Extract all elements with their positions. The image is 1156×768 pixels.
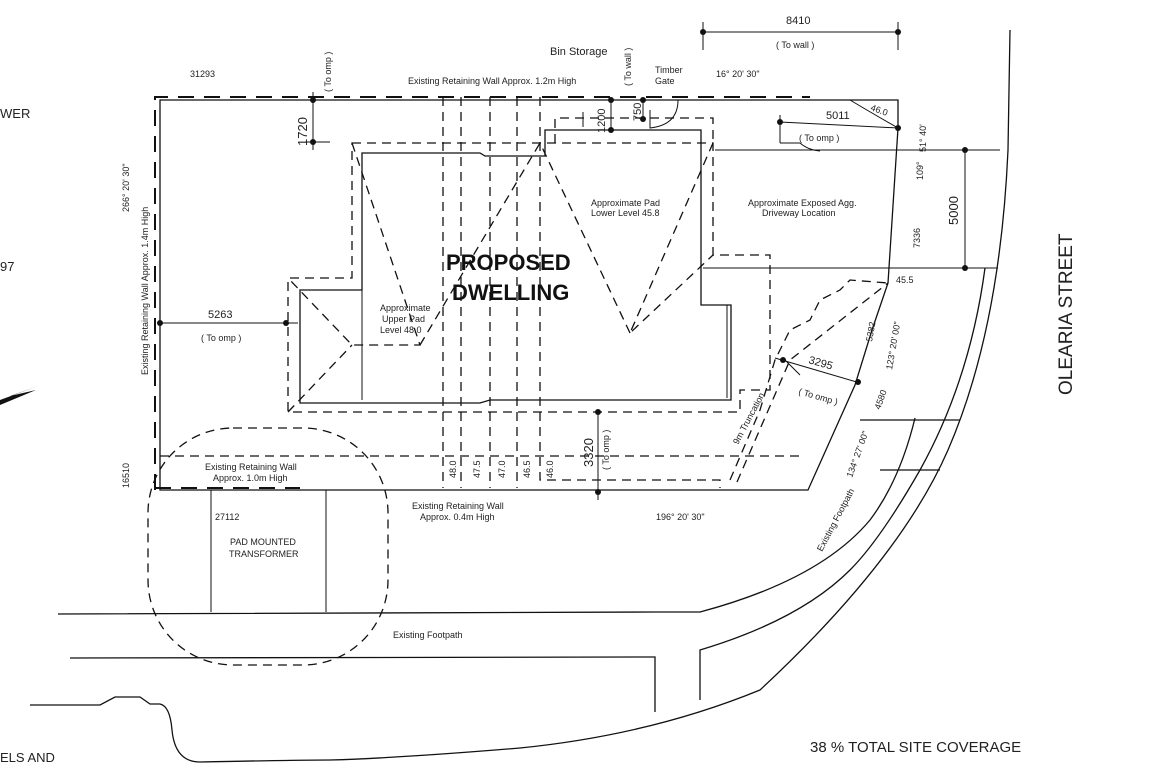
length-label: 7336 [912, 228, 922, 248]
dimension-label: 8410 [786, 15, 810, 27]
dimension-label: 1200 [596, 109, 608, 133]
dimension-note: ( To omp ) [797, 386, 839, 407]
dimension-lines [157, 22, 968, 500]
lot-number: 27112 [215, 512, 239, 522]
dimension-note: ( To omp ) [799, 133, 839, 143]
contour-lines [442, 97, 889, 488]
truncation-line [736, 282, 889, 483]
site-coverage-label: 38 % TOTAL SITE COVERAGE [810, 739, 1021, 756]
dimension-note: ( To omp ) [601, 430, 611, 470]
footpath-label: Existing Footpath [393, 630, 463, 640]
dim-3295 [774, 357, 861, 384]
dim-8410 [702, 22, 899, 50]
footpath-edge-bottom [69, 656, 656, 712]
upper-pad-label: Upper Pad [382, 314, 425, 324]
bearing-label: 109° [915, 161, 925, 180]
dimension-label: 5263 [208, 309, 232, 321]
bearing-label: 123° 20' 00" [884, 321, 902, 371]
timber-gate-label: Timber [655, 65, 683, 75]
left-fragment-text: WER [0, 106, 30, 121]
dimension-label: 750 [632, 103, 644, 121]
contour-label: 48.0 [448, 460, 458, 478]
left-fragment-text: ELS AND [0, 750, 55, 765]
dimension-label: 5000 [946, 196, 961, 225]
transformer-easement [147, 427, 389, 666]
dwelling-outline [299, 129, 732, 404]
corner-arc [848, 99, 899, 129]
dimension-label: 3320 [581, 438, 596, 467]
dimension-note: ( To omp ) [201, 333, 241, 343]
retaining-wall-label: Approx. 1.0m High [213, 473, 288, 483]
footpath-edge-top [57, 417, 916, 615]
transformer-label: PAD MOUNTED [230, 537, 296, 547]
lot-number: 16510 [121, 463, 131, 488]
roof-outline [287, 142, 771, 413]
road-edge [329, 29, 1011, 761]
lot-number: 31293 [190, 69, 215, 79]
contour-label: 47.5 [472, 460, 482, 478]
street-lines [30, 29, 1011, 763]
bearing-label: 134° 27' 00" [844, 430, 870, 479]
footpath-label: Existing Footpath [815, 487, 856, 553]
bearing-label: 16° 20' 30" [716, 69, 760, 79]
dwelling [287, 99, 771, 413]
bin-storage-label: Bin Storage [550, 46, 607, 58]
retaining-wall-label: Existing Retaining Wall Approx. 1.2m Hig… [408, 76, 576, 86]
transformer [147, 427, 389, 666]
dimension-note: ( To wall ) [623, 48, 633, 86]
left-fragment-text: 97 [0, 259, 14, 274]
contour-line [442, 97, 721, 488]
dwelling-title: DWELLING [452, 280, 569, 305]
contour-label: 46.0 [545, 460, 555, 478]
transformer-label: TRANSFORMER [229, 549, 299, 559]
level-label: 45.5 [896, 275, 914, 285]
dimension-label: 5011 [826, 110, 850, 122]
dimension-label: 3295 [807, 354, 834, 372]
retaining-wall-top-left [154, 96, 810, 490]
contour-label: 47.0 [497, 460, 507, 478]
length-label: 4580 [872, 388, 888, 410]
driveway-label: Approximate Exposed Agg. [748, 198, 857, 208]
dimension-label: 1720 [295, 117, 310, 146]
bearing-label: 196° 20' 30" [656, 512, 705, 522]
retaining-wall-label: Existing Retaining Wall Approx. 1.4m Hig… [140, 207, 150, 375]
retaining-wall-label: Existing Retaining Wall [205, 462, 297, 472]
contour-label: 46.5 [522, 460, 532, 478]
footpath-joins [860, 419, 960, 471]
lower-pad-label: Lower Level 45.8 [591, 208, 660, 218]
transformer-lines [210, 490, 327, 612]
dimension-note: ( To omp ) [323, 52, 333, 92]
lot-boundary [154, 96, 1000, 491]
dwelling-title: PROPOSED [446, 250, 571, 275]
contour-line-45 [729, 279, 889, 481]
kerb-line [30, 696, 331, 763]
driveway-crossover-lines [703, 149, 1000, 269]
street-name: OLEARIA STREET [1056, 233, 1077, 395]
level-label: 46.0 [869, 102, 889, 117]
retaining-wall-label: Approx. 0.4m High [420, 512, 495, 522]
retaining-wall-label: Existing Retaining Wall [412, 501, 504, 511]
timber-gate-label: Gate [655, 76, 675, 86]
bearing-label: 51° 40' [918, 124, 928, 152]
bearing-label: 266° 20' 30" [121, 163, 131, 212]
upper-pad-label: Approximate [380, 303, 431, 313]
footpath-edge-right [699, 267, 986, 700]
length-label: 5382 [864, 321, 877, 342]
dimension-note: ( To wall ) [776, 40, 814, 50]
roof-hips [287, 142, 714, 413]
driveway-label: Driveway Location [762, 208, 836, 218]
lower-pad-label: Approximate Pad [591, 198, 660, 208]
roof-outline-upper [554, 117, 714, 143]
upper-pad-label: Level 48.0 [380, 325, 422, 335]
timber-gate [649, 99, 679, 129]
north-arrow-icon [0, 386, 38, 405]
